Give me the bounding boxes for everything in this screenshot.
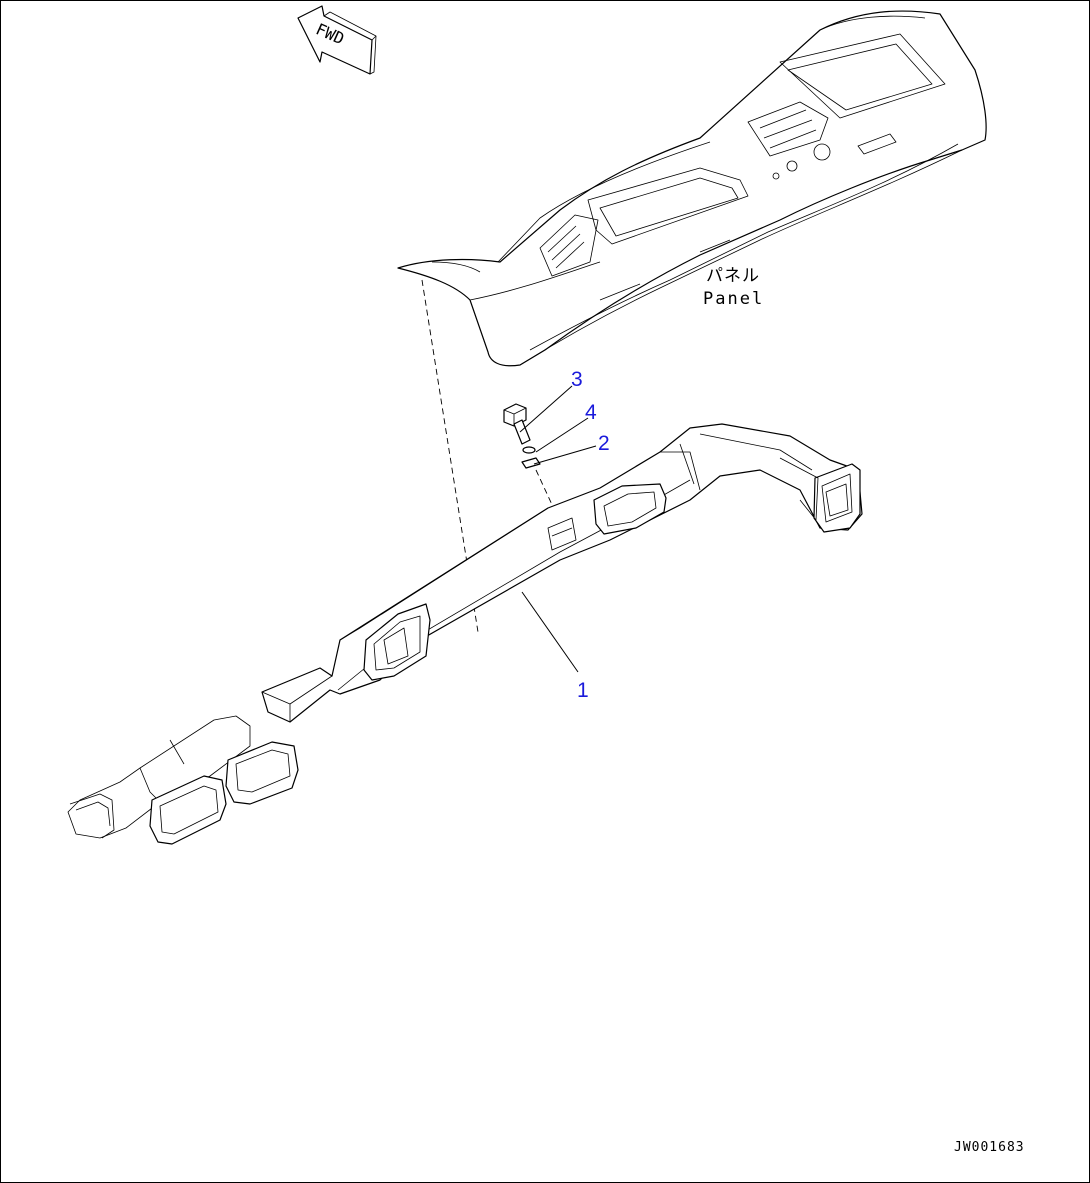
callout-1: 1 — [577, 679, 589, 702]
fwd-arrow-icon: FWD — [297, 5, 377, 75]
instrument-panel — [397, 10, 987, 367]
panel-label-en: Panel — [703, 289, 764, 309]
bolt-part-3 — [503, 403, 531, 445]
washer-part-4 — [522, 446, 536, 454]
callout-3: 3 — [571, 368, 583, 391]
nut-part-2 — [521, 457, 541, 469]
air-duct-part-1 — [261, 423, 863, 723]
callout-4: 4 — [585, 401, 597, 424]
drawing-code: JW001683 — [954, 1140, 1025, 1155]
lower-nozzle-assembly — [67, 715, 299, 845]
callout-2: 2 — [598, 432, 610, 455]
panel-label-jp: パネル — [706, 266, 760, 286]
